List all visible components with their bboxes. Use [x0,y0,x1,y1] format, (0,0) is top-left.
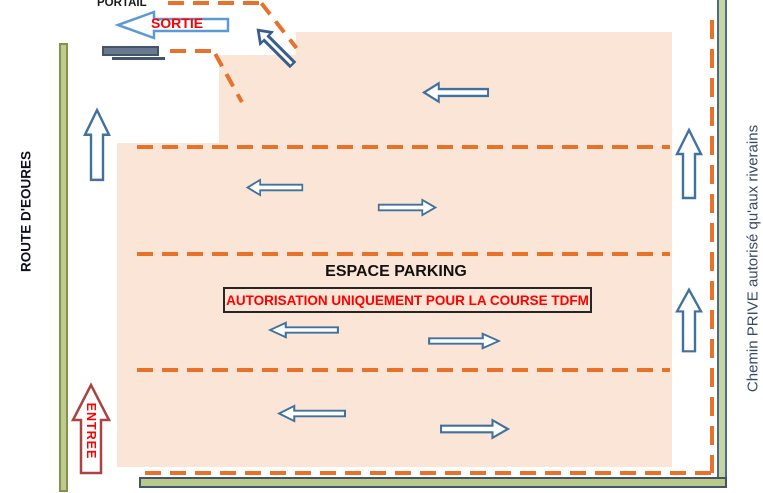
up-arrow-icon-right-lane-2 [675,287,703,354]
entree-label: ENTREE [84,402,98,460]
parking-area-main-block [117,143,672,467]
bottom-boundary-wall [139,477,727,488]
left-boundary-wall [59,43,68,492]
portail-label: PORTAIL [97,0,147,9]
sortie-arrow-icon [114,10,231,40]
parking-area-mid-block [219,55,672,144]
chemin-prive-label: Chemin PRIVE autorisé qu'aux riverains [744,124,762,393]
right-arrow-icon-row2 [377,198,438,217]
authorization-text: AUTORISATION UNIQUEMENT POUR LA COURSE T… [226,292,589,308]
left-arrow-icon-row1 [421,81,490,104]
authorization-box: AUTORISATION UNIQUEMENT POUR LA COURSE T… [223,287,592,313]
route-dash-top [168,1,265,5]
gate-bar-icon [102,46,159,56]
right-boundary-wall [717,0,727,488]
left-arrow-icon-row2 [245,178,304,197]
route-dash-right-lane [710,20,714,473]
gate-underline-icon [112,57,165,60]
route-dash-bottom [145,471,712,475]
right-arrow-icon-row4 [439,418,511,440]
diagonal-exit-arrow-icon [250,22,301,73]
sortie-label: SORTIE [150,15,204,31]
right-arrow-icon-row3 [427,332,502,350]
parking-row-divider-1 [137,145,670,149]
entree-arrow-icon [70,382,112,476]
parking-row-divider-2 [137,252,670,256]
parking-area-top-block [296,32,672,56]
up-arrow-icon-right-lane-1 [675,127,703,201]
route-deoures-label: ROUTE D'EOURES [18,151,34,272]
left-arrow-icon-row3 [267,321,340,339]
up-arrow-icon-left-road [83,107,111,183]
left-arrow-icon-row4 [276,404,347,423]
espace-parking-title: ESPACE PARKING [325,263,467,280]
route-dash-gate [170,49,218,53]
parking-row-divider-3 [137,368,670,372]
